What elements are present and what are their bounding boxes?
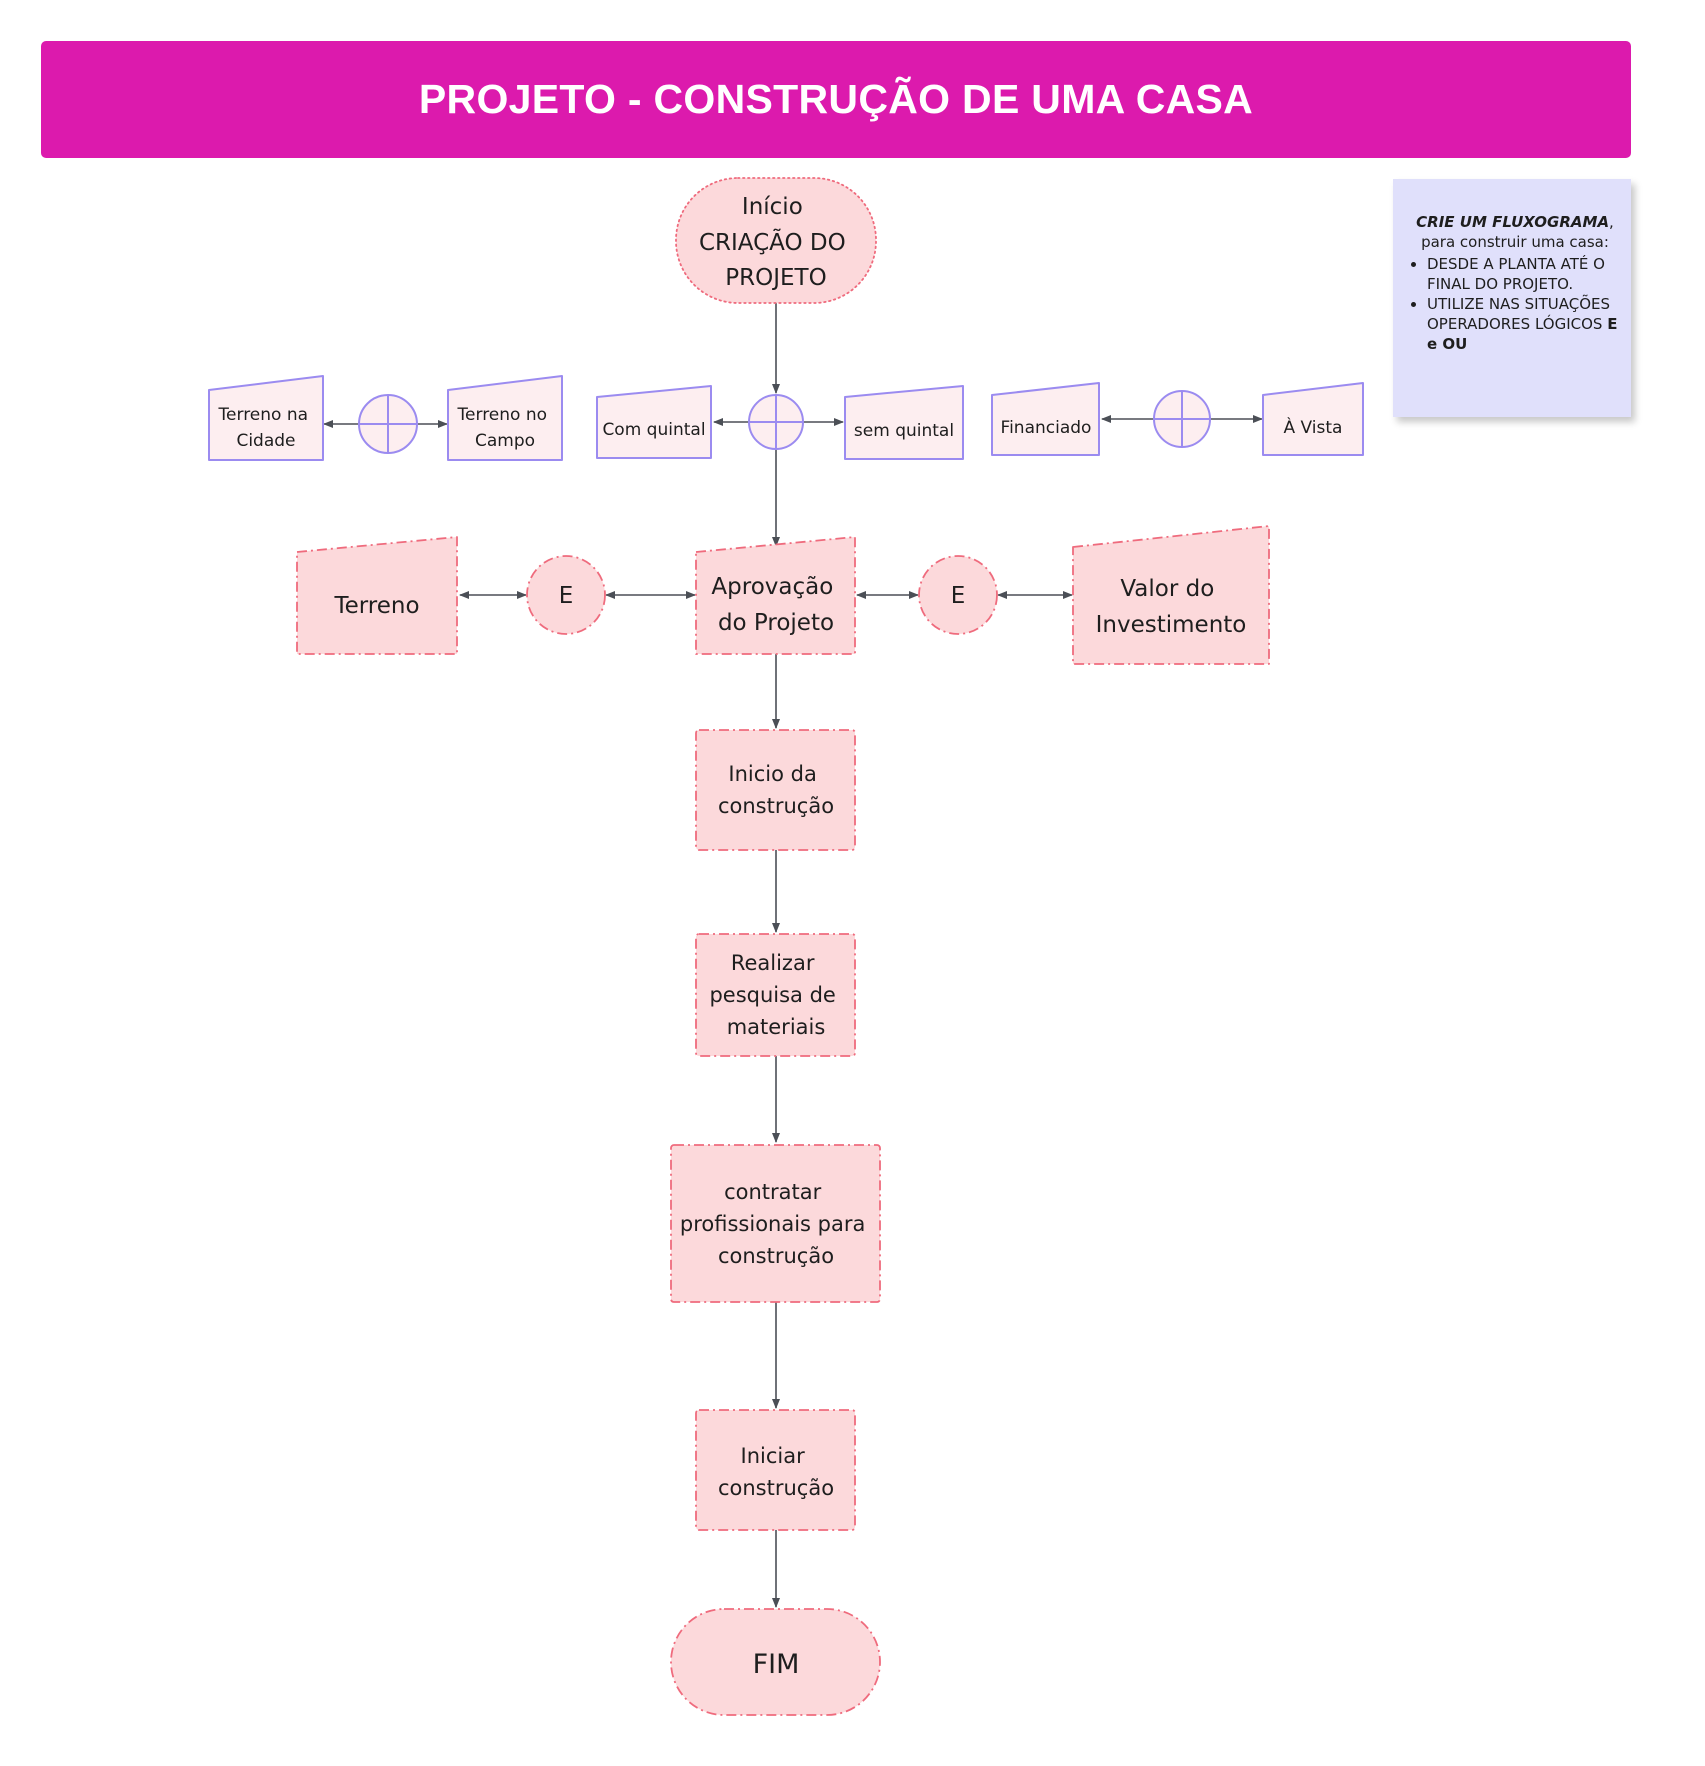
svg-text:contratar profissionais: contratar profissionais para construção (680, 1180, 872, 1268)
and-gate-right: E (918, 555, 998, 635)
svg-text:sem quintal: sem quintal (854, 421, 954, 441)
pesquisa-label: pesquisa de (709, 983, 835, 1007)
instruction-sticky-note: CRIE UM FLUXOGRAMA, para construir uma c… (1393, 179, 1631, 417)
start-node: Início CRIAÇÃO DO PROJETO (675, 177, 877, 304)
svg-text:Terreno: Terreno (333, 593, 419, 619)
svg-text:E: E (559, 583, 574, 609)
sem-quintal-node: sem quintal (844, 385, 964, 460)
svg-text:Financiado: Financiado (1001, 418, 1092, 438)
svg-text:Terreno na Cidade: Terreno na Cidade (218, 405, 314, 451)
svg-text:Início CRIAÇÃO DO: Início CRIAÇÃO DO PROJETO (699, 194, 853, 291)
terreno-cidade-label: Terreno na (218, 405, 309, 425)
terreno-cidade-label: Cidade (236, 431, 295, 451)
iniciar-label: construção (718, 1476, 834, 1500)
note-heading-bold: CRIE UM FLUXOGRAMA (1416, 213, 1610, 231)
start-node-line: PROJETO (725, 265, 826, 291)
svg-text:Iniciar construção: Iniciar construção (718, 1444, 834, 1500)
pesquisa-label: Realizar (731, 951, 815, 975)
valor-label: Investimento (1096, 612, 1247, 638)
pesquisa-label: materiais (727, 1015, 826, 1039)
note-subtitle: para construir uma casa: (1421, 233, 1609, 251)
terreno-cidade-node: Terreno na Cidade (208, 375, 324, 461)
valor-label: Valor do (1120, 576, 1214, 602)
note-bullet-text: DESDE A PLANTA ATÉ O FINAL DO PROJETO. (1427, 255, 1605, 293)
com-quintal-label: Com quintal (602, 420, 705, 440)
note-bullet-bold: E e OU (1427, 315, 1618, 353)
iniciar-label: Iniciar (741, 1444, 806, 1468)
svg-text:Realizar pesquisa de: Realizar pesquisa de materiais (709, 951, 842, 1039)
com-quintal-node: Com quintal (596, 385, 712, 459)
svg-text:Inicio da construção: Inicio da construção (718, 762, 834, 818)
svg-text:Aprovação do Projeto: Aprovação do Projeto (711, 574, 840, 636)
or-gate-terreno (358, 394, 418, 454)
financiado-node: Financiado (991, 382, 1100, 456)
terreno-campo-label: Terreno no (457, 405, 547, 425)
terreno-node: Terreno (296, 536, 458, 655)
valor-node: Valor do Investimento (1072, 525, 1270, 665)
note-bullet-text: UTILIZE NAS SITUAÇÕES OPERADORES LÓGICOS (1427, 295, 1611, 333)
svg-text:E: E (951, 583, 966, 609)
svg-text:À Vista: À Vista (1284, 416, 1343, 438)
end-node: FIM (670, 1608, 881, 1716)
terreno-label: Terreno (333, 593, 419, 619)
inicio-construcao-node: Inicio da construção (695, 729, 856, 851)
note-list: DESDE A PLANTA ATÉ O FINAL DO PROJETO. U… (1411, 254, 1619, 354)
inicio-construcao-label: Inicio da (728, 762, 816, 786)
aprovacao-label: Aprovação (711, 574, 833, 600)
start-node-line: CRIAÇÃO DO (699, 228, 846, 256)
contratar-label: profissionais para (680, 1212, 865, 1236)
svg-text:FIM: FIM (753, 1649, 800, 1680)
or-gate-quintal (748, 394, 804, 450)
contratar-node: contratar profissionais para construção (670, 1144, 881, 1303)
aprovacao-node: Aprovação do Projeto (695, 536, 856, 655)
inicio-construcao-label: construção (718, 794, 834, 818)
svg-text:Com quintal: Com quintal (602, 420, 705, 440)
a-vista-label: À Vista (1284, 416, 1343, 438)
and-gate-left: E (526, 555, 606, 635)
financiado-label: Financiado (1001, 418, 1092, 438)
or-gate-pagamento (1153, 390, 1211, 448)
and-gate-label: E (951, 583, 966, 609)
title-bar: PROJETO - CONSTRUÇÃO DE UMA CASA (41, 41, 1631, 158)
note-heading: CRIE UM FLUXOGRAMA, (1411, 212, 1619, 232)
pesquisa-node: Realizar pesquisa de materiais (695, 933, 856, 1057)
a-vista-node: À Vista (1262, 382, 1364, 456)
terreno-campo-node: Terreno no Campo (447, 375, 563, 461)
note-heading-comma: , (1609, 213, 1614, 231)
terreno-campo-label: Campo (475, 431, 535, 451)
svg-text:Valor do Investimento: Valor do Investimento (1096, 576, 1247, 638)
start-node-line: Início (742, 194, 803, 220)
and-gate-label: E (559, 583, 574, 609)
aprovacao-label: do Projeto (718, 610, 834, 636)
contratar-label: contratar (724, 1180, 822, 1204)
contratar-label: construção (718, 1244, 834, 1268)
note-bullet: UTILIZE NAS SITUAÇÕES OPERADORES LÓGICOS… (1427, 294, 1619, 354)
iniciar-node: Iniciar construção (695, 1409, 856, 1531)
page-title: PROJETO - CONSTRUÇÃO DE UMA CASA (418, 76, 1254, 122)
end-node-label: FIM (753, 1649, 800, 1680)
note-bullet: DESDE A PLANTA ATÉ O FINAL DO PROJETO. (1427, 254, 1619, 294)
svg-text:Terreno no Campo: Terreno no Campo (457, 405, 553, 451)
sem-quintal-label: sem quintal (854, 421, 954, 441)
